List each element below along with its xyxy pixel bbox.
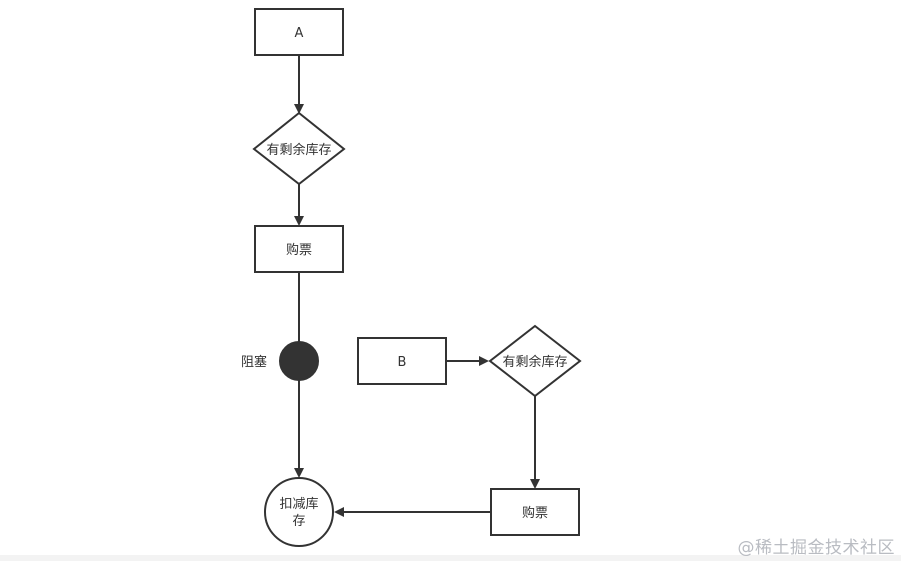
node-buy-1: 购票 <box>254 225 344 273</box>
node-a-label: A <box>295 26 304 41</box>
node-b: B <box>357 337 447 385</box>
block-label: 阻塞 <box>241 354 267 370</box>
node-buy-2: 购票 <box>490 488 580 536</box>
node-buy-2-label: 购票 <box>522 505 548 521</box>
node-reduce-stock: 扣减库 存 <box>264 477 334 547</box>
node-b-label: B <box>398 355 407 370</box>
decision-check-stock-2-label: 有剩余库存 <box>502 354 567 370</box>
node-buy-1-label: 购票 <box>286 242 312 258</box>
decision-check-stock-1-label: 有剩余库存 <box>266 142 331 158</box>
bottom-band <box>0 555 901 561</box>
node-reduce-stock-label-line2: 存 <box>292 514 305 529</box>
node-reduce-stock-label-line1: 扣减库 <box>279 496 318 512</box>
node-a: A <box>254 8 344 56</box>
watermark: @稀土掘金技术社区 <box>737 538 895 558</box>
decision-check-stock-2: 有剩余库存 <box>488 324 582 398</box>
decision-check-stock-1: 有剩余库存 <box>252 111 346 186</box>
block-node <box>279 341 319 381</box>
